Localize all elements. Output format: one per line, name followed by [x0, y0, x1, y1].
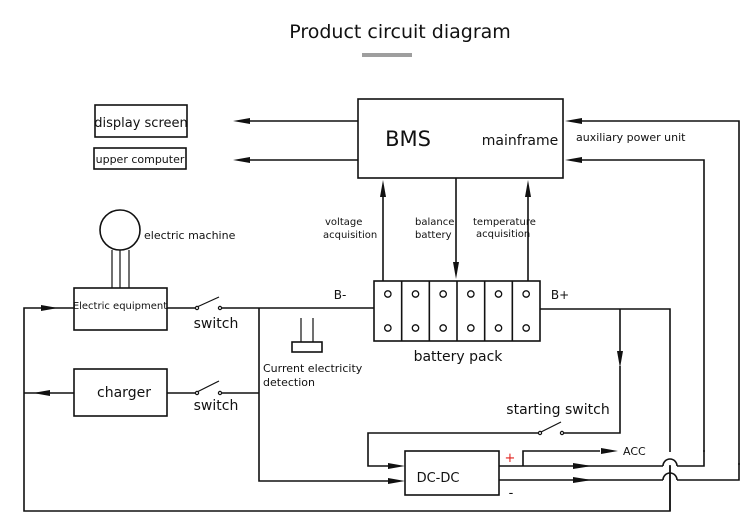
temperature-label-2: acquisition — [476, 229, 530, 240]
switch-2-contact-a — [194, 390, 200, 396]
battery-pack-label: battery pack — [414, 349, 504, 365]
aux-feed-inner-wire — [572, 159, 705, 452]
dcdc-minus-to-aux-wire — [677, 463, 740, 481]
arrow-to-display-icon — [233, 118, 250, 124]
voltage-label-2: acquisition — [323, 230, 377, 241]
starting-switch-right-wire — [564, 366, 621, 434]
electric-equipment-label: Electric equipment — [73, 301, 167, 312]
arrow-balance-down-icon — [453, 262, 459, 279]
battery-cell-terminal-bottom — [522, 324, 531, 332]
arrow-aux-inner-icon — [565, 157, 582, 163]
electric-equipment-box — [73, 287, 168, 331]
battery-cell-terminal-bottom — [383, 324, 392, 332]
electric-machine-circle — [99, 209, 141, 251]
battery-cell-terminal-bottom — [494, 324, 503, 332]
current-detection-sensor — [291, 341, 323, 353]
battery-cell-terminal-top — [522, 290, 531, 298]
arrow-to-acc-icon — [601, 448, 618, 454]
dc-dc-label: DC-DC — [417, 471, 460, 486]
battery-pack — [373, 280, 541, 342]
bms-mainframe-box — [357, 98, 564, 179]
battery-cell-terminal-bottom — [466, 324, 475, 332]
arrow-from-charger-icon — [33, 390, 50, 396]
battery-cell-terminal-top — [411, 290, 420, 298]
crossover-hop-1 — [662, 458, 678, 467]
battery-cell-terminal-bottom — [411, 324, 420, 332]
arrow-to-dcdc-ignition-icon — [388, 463, 405, 469]
diagram-title: Product circuit diagram — [289, 21, 511, 43]
dcdc-minus-terminal: - — [509, 486, 514, 501]
battery-cell-terminal-top — [383, 290, 392, 298]
starting-switch-contact-a — [537, 430, 543, 436]
arrow-dcdc-plus-out-icon — [573, 463, 592, 469]
current-detection-label-2: detection — [263, 376, 315, 389]
switch-1-contact-a — [194, 305, 200, 311]
acc-wire — [522, 450, 600, 466]
current-detection-label-1: Current electricity — [263, 362, 363, 375]
arrow-to-equipment-icon — [41, 305, 58, 311]
starting-switch-label: starting switch — [506, 402, 609, 418]
battery-cell-terminal-bottom — [439, 324, 448, 332]
acc-label: ACC — [623, 445, 646, 458]
arrow-voltage-up-icon — [380, 180, 386, 197]
balance-label-2: battery — [415, 230, 452, 241]
dcdc-plus-to-aux-wire — [677, 450, 705, 467]
dcdc-plus-terminal: + — [505, 451, 516, 466]
voltage-label-1: voltage — [325, 217, 362, 228]
temperature-label-1: temperature — [473, 217, 536, 228]
title-underline — [362, 53, 412, 57]
display-screen-box — [94, 104, 188, 138]
arrow-to-starting-switch-icon — [617, 351, 623, 368]
switch-2-contact-b — [217, 390, 223, 396]
switch-1-label: switch — [194, 316, 239, 332]
switch-2-blade[interactable] — [196, 380, 220, 393]
battery-cell-terminal-top — [439, 290, 448, 298]
aux-feed-outer-wire — [572, 120, 740, 465]
switch-2-label: switch — [194, 398, 239, 414]
battery-cell-terminal-top — [466, 290, 475, 298]
b-minus-label: B- — [334, 288, 347, 302]
switch-1-blade[interactable] — [196, 296, 220, 308]
negative-bus-wire — [258, 308, 398, 482]
electric-machine-label: electric machine — [144, 229, 236, 242]
upper-computer-label: upper computer — [96, 153, 185, 166]
charger-label: charger — [97, 385, 151, 401]
auxiliary-power-unit-label: auxiliary power unit — [576, 131, 686, 144]
starting-switch-blade[interactable] — [540, 421, 562, 433]
display-screen-label: display screen — [94, 116, 188, 131]
mainframe-label: mainframe — [482, 133, 559, 149]
b-plus-bus-wire — [540, 308, 671, 452]
battery-cell-terminal-top — [494, 290, 503, 298]
arrow-to-dcdc-negative-icon — [388, 478, 405, 484]
starting-switch-left-wire — [367, 432, 538, 467]
starting-switch-contact-b — [559, 430, 565, 436]
balance-label-1: balance — [415, 217, 454, 228]
arrow-aux-outer-icon — [565, 118, 582, 124]
arrow-dcdc-minus-out-icon — [573, 477, 592, 483]
arrow-to-upper-computer-icon — [233, 157, 250, 163]
bms-label: BMS — [385, 127, 431, 151]
dc-dc-box — [404, 450, 500, 496]
arrow-temperature-up-icon — [525, 180, 531, 197]
b-plus-label: B+ — [551, 288, 569, 302]
switch-1-contact-b — [217, 305, 223, 311]
upper-computer-box — [93, 147, 187, 170]
